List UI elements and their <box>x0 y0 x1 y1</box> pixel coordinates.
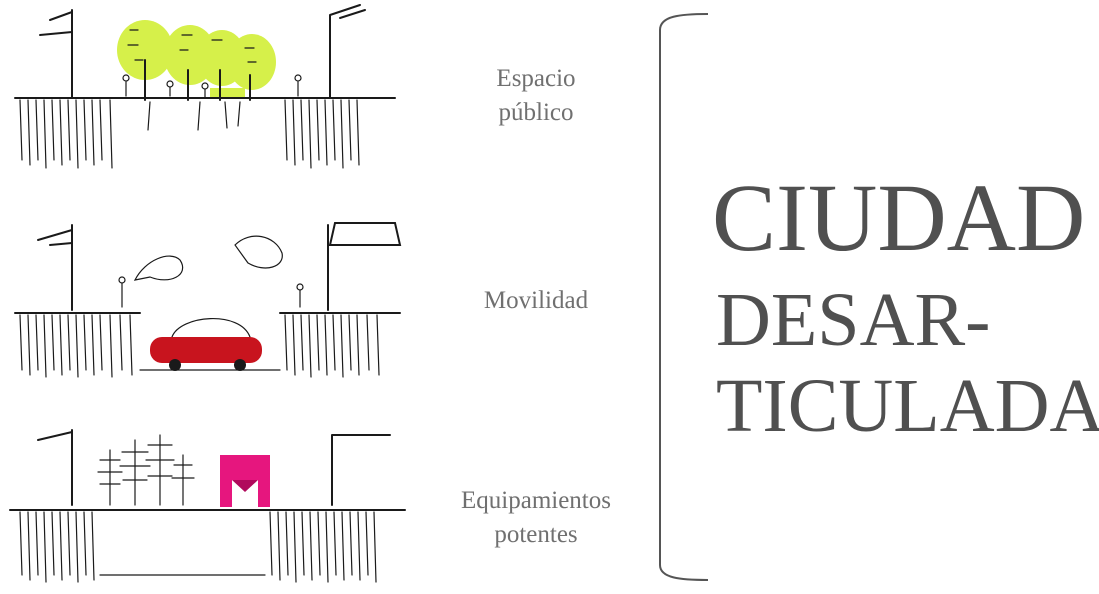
sketch-public-space <box>0 0 420 185</box>
facilities-sketch-drawing <box>9 429 406 583</box>
sketch-mobility <box>0 205 420 390</box>
title-line-2: DESAR- <box>716 278 991 362</box>
grouping-bracket <box>659 13 709 581</box>
mobility-sketch-drawing <box>14 222 402 378</box>
tree-foliage-group <box>117 20 276 98</box>
title-line-1: CIUDAD <box>712 164 1086 271</box>
title-line-3: TICULADA <box>716 364 1099 448</box>
building-icon <box>220 455 270 507</box>
public-space-sketch-drawing <box>14 4 396 169</box>
caption-equipamientos: Equipamientos potentes <box>461 487 611 548</box>
sketch-facilities <box>0 410 420 589</box>
caption-movilidad: Movilidad <box>483 287 589 314</box>
tree-icons <box>97 434 195 506</box>
car-icon <box>150 318 262 371</box>
caption-espacio-publico: Espacio público <box>496 65 576 126</box>
